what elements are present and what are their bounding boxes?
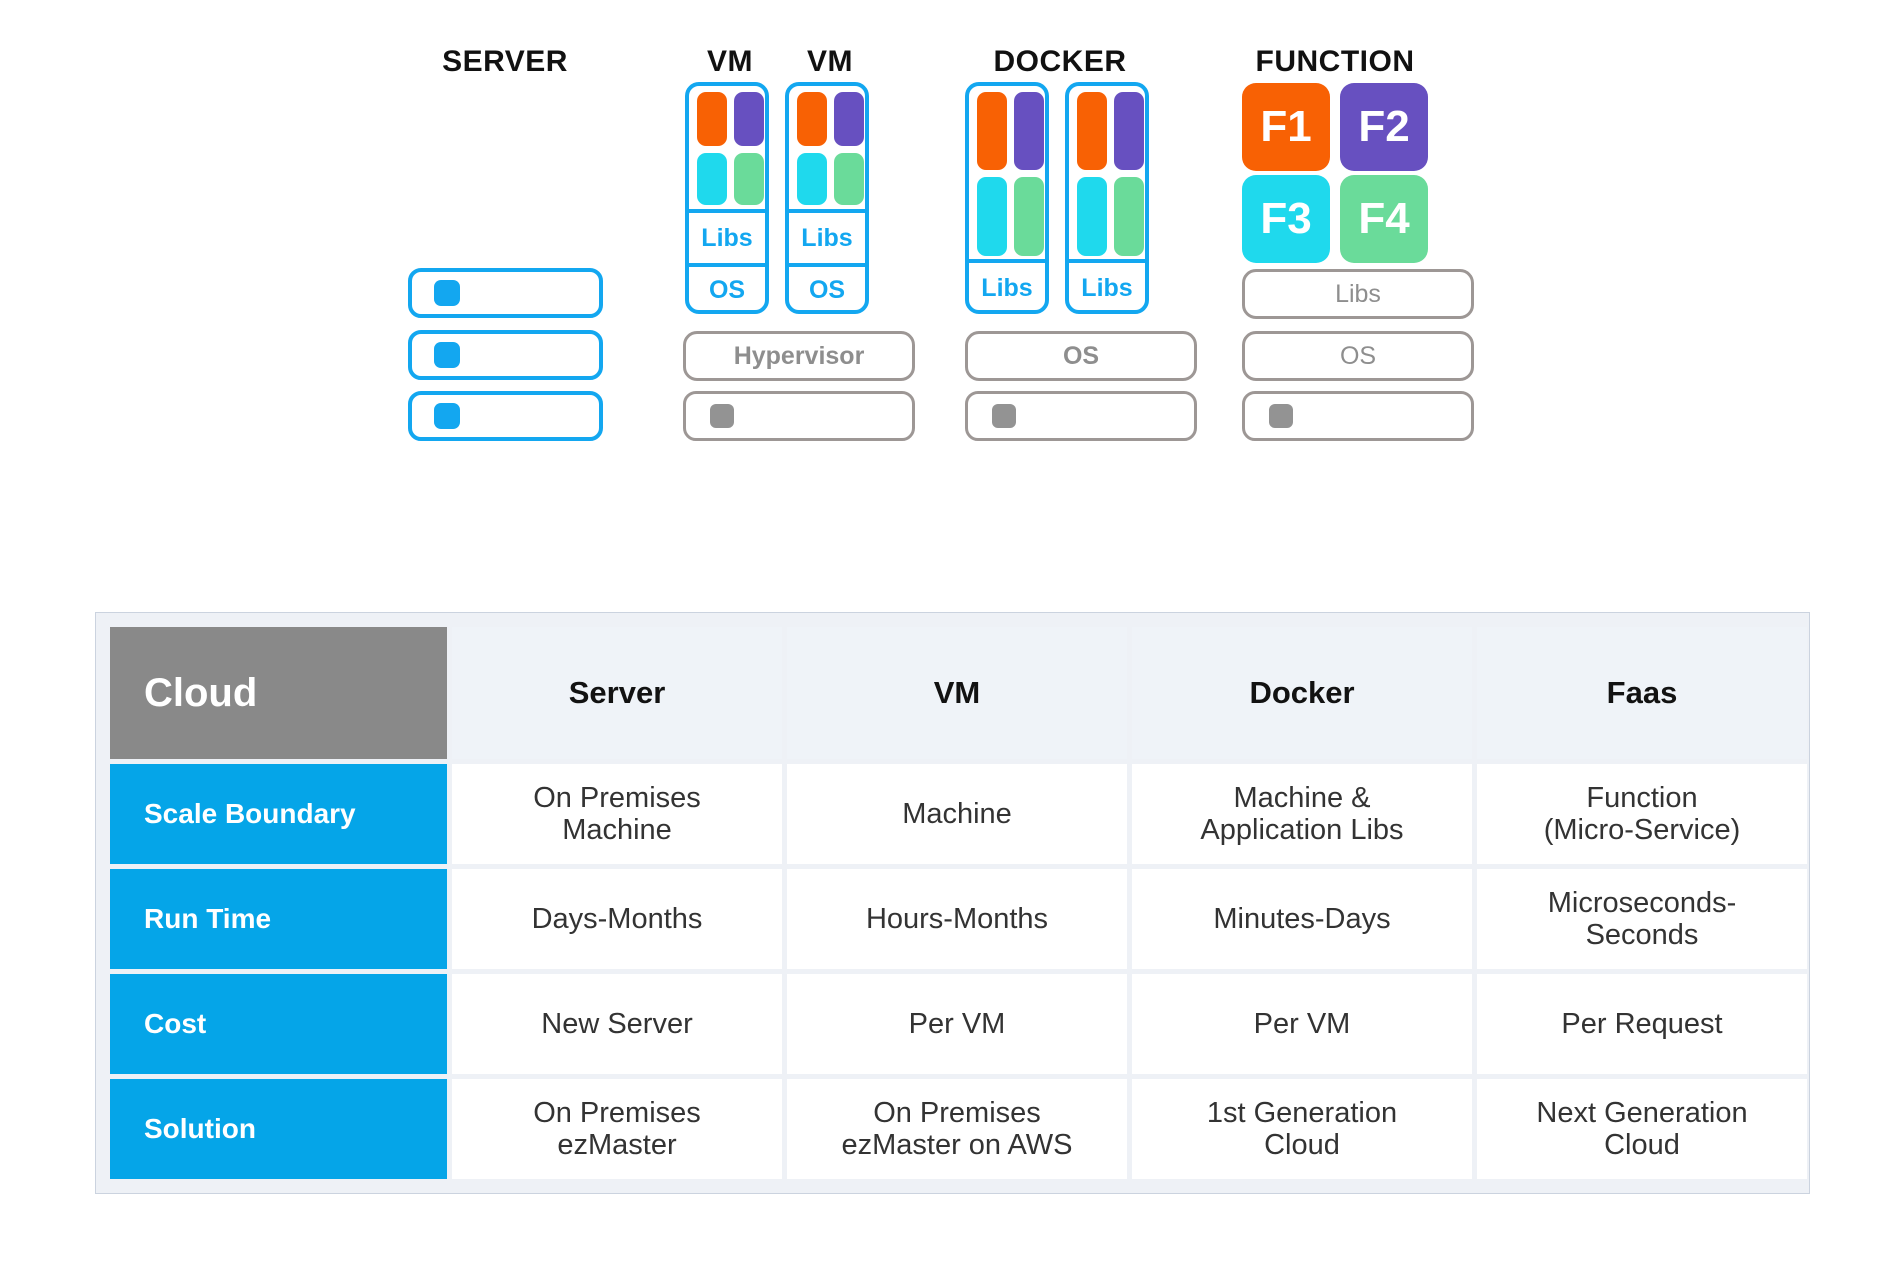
vm-os-label-1: OS	[689, 263, 765, 314]
app-tile-cyan	[1076, 177, 1107, 256]
column-title-docker: DOCKER	[993, 45, 1127, 78]
row-header-scale-boundary: Scale Boundary	[110, 764, 447, 864]
vm-box-1: Libs OS	[685, 82, 769, 314]
function-os-box: OS	[1242, 331, 1474, 381]
column-title-server: SERVER	[442, 45, 568, 78]
row-header-solution: Solution	[110, 1079, 447, 1179]
app-tile-purple	[733, 92, 764, 146]
server-led-icon	[434, 342, 460, 368]
vm-app-tiles-1	[695, 92, 765, 205]
table-cell: Minutes-Days	[1132, 869, 1472, 969]
function-tile-f2: F2	[1340, 83, 1428, 171]
column-header-vm: VM	[787, 627, 1127, 759]
column-title-vm-1: VM	[707, 45, 753, 78]
docker-container-1: Libs	[965, 82, 1049, 314]
column-header-server: Server	[452, 627, 782, 759]
table-corner-cell: Cloud	[110, 627, 447, 759]
hypervisor-box: Hypervisor	[683, 331, 915, 381]
row-header-run-time: Run Time	[110, 869, 447, 969]
function-libs-box: Libs	[1242, 269, 1474, 319]
server-unit-2	[408, 330, 603, 380]
server-unit-1	[408, 268, 603, 318]
docker-hardware-bar	[965, 391, 1197, 441]
column-title-function: FUNCTION	[1255, 45, 1415, 78]
docker-app-tiles-2	[1075, 92, 1145, 256]
vm-app-tiles-2	[795, 92, 865, 205]
docker-os-box: OS	[965, 331, 1197, 381]
function-tile-f1: F1	[1242, 83, 1330, 171]
app-tile-cyan	[976, 177, 1007, 256]
hardware-led-icon	[992, 404, 1016, 428]
app-tile-orange	[1076, 92, 1107, 170]
column-title-vm-2: VM	[807, 45, 853, 78]
column-header-faas: Faas	[1477, 627, 1807, 759]
table-cell: Machine	[787, 764, 1127, 864]
function-tile-f4: F4	[1340, 175, 1428, 263]
app-tile-cyan	[796, 153, 827, 205]
table-cell: Machine &Application Libs	[1132, 764, 1472, 864]
hardware-led-icon	[710, 404, 734, 428]
function-tile-f3: F3	[1242, 175, 1330, 263]
app-tile-purple	[1013, 92, 1044, 170]
app-tile-green	[733, 153, 764, 205]
table-cell: Microseconds-Seconds	[1477, 869, 1807, 969]
row-header-cost: Cost	[110, 974, 447, 1074]
app-tile-orange	[976, 92, 1007, 170]
architecture-diagram: SERVER VM VM DOCKER FUNCTION Libs OS Lib…	[0, 0, 1900, 500]
vm-libs-label-2: Libs	[789, 209, 865, 263]
table-cell: Per Request	[1477, 974, 1807, 1074]
table-cell: Per VM	[787, 974, 1127, 1074]
table-cell: New Server	[452, 974, 782, 1074]
app-tile-green	[1013, 177, 1044, 256]
docker-app-tiles-1	[975, 92, 1045, 256]
app-tile-orange	[696, 92, 727, 146]
table-cell: Days-Months	[452, 869, 782, 969]
vm-box-2: Libs OS	[785, 82, 869, 314]
table-cell: Hours-Months	[787, 869, 1127, 969]
vm-hardware-bar	[683, 391, 915, 441]
vm-os-label-2: OS	[789, 263, 865, 314]
app-tile-purple	[833, 92, 864, 146]
docker-libs-label-1: Libs	[969, 259, 1045, 314]
hardware-led-icon	[1269, 404, 1293, 428]
app-tile-orange	[796, 92, 827, 146]
server-led-icon	[434, 403, 460, 429]
app-tile-green	[1113, 177, 1144, 256]
docker-libs-label-2: Libs	[1069, 259, 1145, 314]
table-cell: Per VM	[1132, 974, 1472, 1074]
app-tile-cyan	[696, 153, 727, 205]
vm-libs-label-1: Libs	[689, 209, 765, 263]
app-tile-green	[833, 153, 864, 205]
docker-container-2: Libs	[1065, 82, 1149, 314]
app-tile-purple	[1113, 92, 1144, 170]
function-hardware-bar	[1242, 391, 1474, 441]
server-led-icon	[434, 280, 460, 306]
column-header-docker: Docker	[1132, 627, 1472, 759]
server-unit-3	[408, 391, 603, 441]
table-cell: Function(Micro-Service)	[1477, 764, 1807, 864]
